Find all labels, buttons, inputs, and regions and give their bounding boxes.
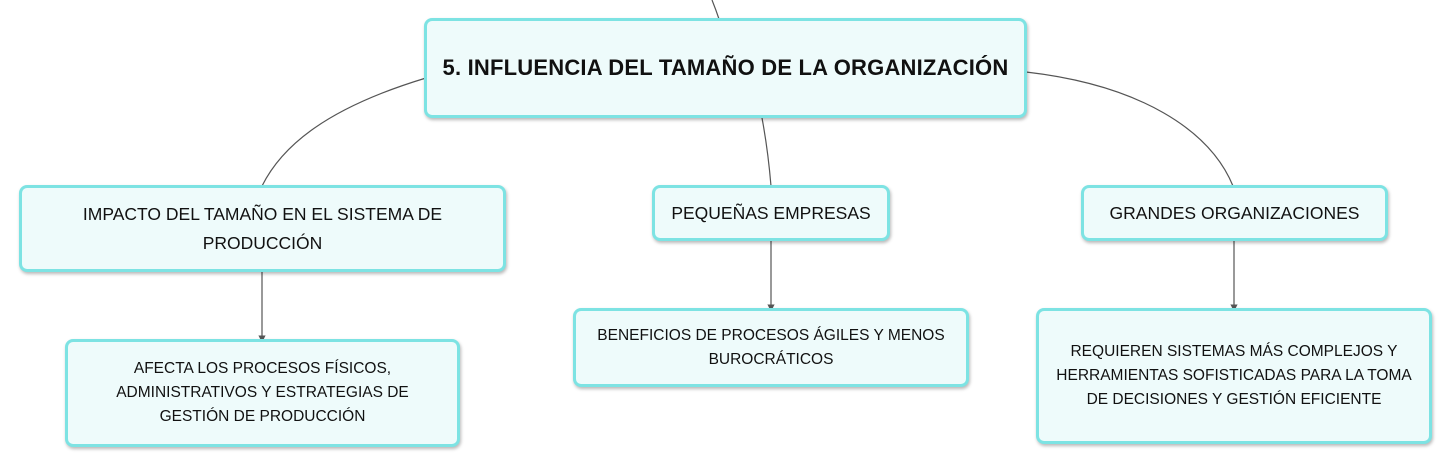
topic-pequenas-empresas[interactable]: PEQUEÑAS EMPRESAS — [652, 185, 890, 241]
subtopic-beneficios-procesos-label: BENEFICIOS DE PROCESOS ÁGILES Y MENOS BU… — [597, 326, 945, 368]
topic-impacto-tamano[interactable]: IMPACTO DEL TAMAÑO EN EL SISTEMA DE PROD… — [19, 185, 506, 272]
connector-root-to-grandes — [1025, 71, 1234, 187]
incoming-connector — [711, 0, 720, 20]
topic-pequenas-empresas-label: PEQUEÑAS EMPRESAS — [671, 202, 871, 223]
subtopic-requieren-sistemas-label: REQUIEREN SISTEMAS MÁS COMPLEJOS Y HERRA… — [1056, 343, 1412, 408]
root-topic[interactable]: 5. INFLUENCIA DEL TAMAÑO DE LA ORGANIZAC… — [424, 18, 1027, 118]
topic-grandes-organizaciones-label: GRANDES ORGANIZACIONES — [1109, 202, 1360, 223]
topic-impacto-tamano-label: IMPACTO DEL TAMAÑO EN EL SISTEMA DE PROD… — [82, 203, 443, 253]
subtopic-requieren-sistemas[interactable]: REQUIEREN SISTEMAS MÁS COMPLEJOS Y HERRA… — [1036, 308, 1432, 444]
topic-grandes-organizaciones[interactable]: GRANDES ORGANIZACIONES — [1081, 185, 1388, 241]
root-topic-label: 5. INFLUENCIA DEL TAMAÑO DE LA ORGANIZAC… — [442, 55, 1009, 80]
subtopic-afecta-procesos[interactable]: AFECTA LOS PROCESOS FÍSICOS, ADMINISTRAT… — [65, 339, 460, 447]
connector-root-to-pequenas — [761, 117, 772, 187]
connector-root-to-impacto — [261, 77, 427, 187]
subtopic-afecta-procesos-label: AFECTA LOS PROCESOS FÍSICOS, ADMINISTRAT… — [116, 360, 409, 425]
subtopic-beneficios-procesos[interactable]: BENEFICIOS DE PROCESOS ÁGILES Y MENOS BU… — [573, 308, 969, 387]
